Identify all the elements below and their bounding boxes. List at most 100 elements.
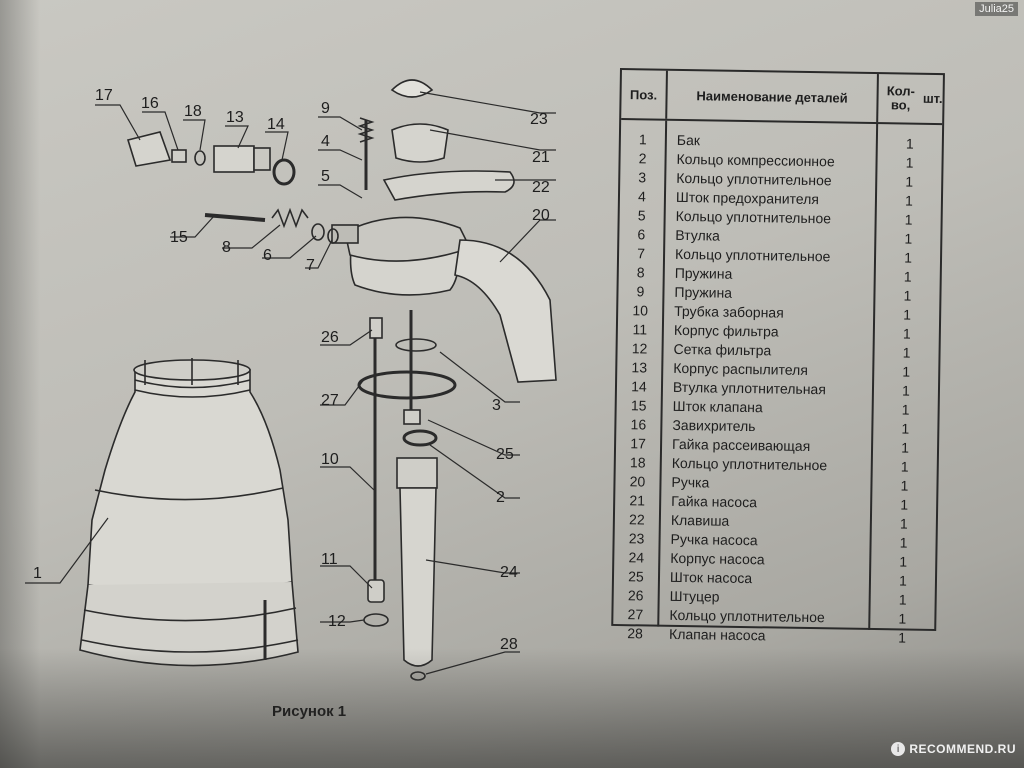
table-cell-pos: 16 bbox=[630, 416, 647, 433]
table-cell-pos: 21 bbox=[629, 492, 646, 509]
callout-22: 22 bbox=[532, 179, 550, 196]
table-cell-qty: 1 bbox=[901, 439, 910, 456]
callout-23: 23 bbox=[530, 111, 548, 128]
table-cell-qty: 1 bbox=[905, 135, 914, 152]
callout-14: 14 bbox=[267, 116, 285, 133]
callout-5: 5 bbox=[321, 168, 330, 185]
callout-17: 17 bbox=[95, 87, 113, 104]
watermark-site-text: RECOMMEND.RU bbox=[909, 742, 1016, 756]
callout-16: 16 bbox=[141, 95, 159, 112]
table-cell-qty: 1 bbox=[905, 154, 914, 171]
callout-6: 6 bbox=[263, 247, 272, 264]
table-cell-qty: 1 bbox=[900, 458, 909, 475]
table-cell-qty: 1 bbox=[904, 249, 913, 266]
table-cell-qty: 1 bbox=[898, 572, 908, 589]
callout-13: 13 bbox=[226, 109, 244, 126]
table-cell-qty: 1 bbox=[902, 325, 911, 342]
table-cell-pos: 8 bbox=[636, 264, 645, 281]
sprayer-head-drawing bbox=[331, 216, 557, 383]
callout-12: 12 bbox=[328, 613, 346, 630]
table-cell-pos: 25 bbox=[628, 568, 644, 585]
table-cell-pos: 6 bbox=[637, 226, 646, 243]
callout-3: 3 bbox=[492, 397, 501, 414]
table-cell-qty: 1 bbox=[903, 268, 912, 285]
header-qty: Кол-во, шт. bbox=[878, 74, 943, 123]
table-cell-qty: 1 bbox=[900, 496, 909, 513]
callout-20: 20 bbox=[532, 207, 550, 224]
table-cell-qty: 1 bbox=[898, 591, 907, 608]
header-qty-line2: шт. bbox=[922, 90, 943, 107]
pump-knob-drawing bbox=[390, 79, 434, 98]
compression-ring-drawing bbox=[402, 429, 438, 447]
table-cell-pos: 28 bbox=[627, 625, 644, 642]
table-cell-qty: 1 bbox=[898, 610, 907, 627]
table-cell-qty: 1 bbox=[903, 287, 912, 304]
table-cell-qty: 1 bbox=[902, 344, 911, 361]
fitting-drawing bbox=[369, 317, 383, 339]
table-cell-pos: 13 bbox=[631, 359, 648, 376]
pump-nut-drawing bbox=[391, 123, 449, 163]
callout-28: 28 bbox=[500, 636, 518, 653]
table-cell-pos: 23 bbox=[628, 530, 645, 547]
table-cell-qty: 1 bbox=[905, 173, 914, 190]
callout-21: 21 bbox=[532, 149, 550, 166]
header-name: Наименование деталей bbox=[667, 70, 879, 123]
table-cell-pos: 11 bbox=[632, 321, 648, 338]
header-qty-line1: Кол-во, bbox=[886, 83, 916, 113]
filter-housing-drawing bbox=[367, 579, 385, 603]
table-cell-qty: 1 bbox=[898, 629, 907, 646]
table-cell-qty: 1 bbox=[904, 230, 913, 247]
table-cell-pos: 10 bbox=[632, 302, 649, 319]
table-cell-pos: 22 bbox=[628, 511, 645, 528]
table-cell-pos: 20 bbox=[629, 473, 646, 490]
table-cell-pos: 15 bbox=[630, 397, 647, 414]
pump-rod-drawing bbox=[403, 409, 421, 425]
trigger-drawing bbox=[382, 170, 515, 201]
table-cell-qty: 1 bbox=[900, 477, 909, 494]
table-cell-qty: 1 bbox=[899, 553, 908, 570]
table-cell-pos: 17 bbox=[630, 435, 647, 452]
table-header: Поз. Наименование деталей Кол-во, шт. bbox=[621, 70, 943, 126]
nozzle-assembly-drawing bbox=[126, 131, 339, 244]
table-cell-pos: 7 bbox=[637, 245, 646, 262]
callout-1: 1 bbox=[33, 565, 42, 582]
table-cell-pos: 3 bbox=[638, 169, 647, 186]
figure-caption: Рисунок 1 bbox=[272, 703, 347, 720]
recommend-logo-icon: i bbox=[891, 742, 906, 756]
callout-24: 24 bbox=[500, 564, 518, 581]
page-edge-shadow bbox=[0, 0, 40, 768]
table-cell-pos: 18 bbox=[629, 454, 646, 471]
filter-mesh-drawing bbox=[363, 613, 389, 627]
seal-ring-27-drawing bbox=[357, 370, 457, 400]
table-cell-pos: 24 bbox=[628, 549, 645, 566]
table-cell-qty: 1 bbox=[902, 363, 911, 380]
table-cell-pos: 26 bbox=[627, 587, 644, 604]
callout-27: 27 bbox=[321, 392, 339, 409]
table-cell-qty: 1 bbox=[904, 211, 913, 228]
pump-cylinder-drawing bbox=[396, 457, 438, 681]
callout-7: 7 bbox=[306, 257, 315, 274]
table-cell-qty: 1 bbox=[904, 192, 913, 209]
table-cell-pos: 1 bbox=[638, 131, 647, 148]
callout-11: 11 bbox=[321, 551, 338, 568]
exploded-diagram bbox=[25, 79, 557, 681]
table-cell-name: Клапан насоса bbox=[668, 625, 766, 644]
spring-9-drawing bbox=[357, 117, 375, 143]
callout-25: 25 bbox=[496, 446, 514, 463]
table-cell-pos: 5 bbox=[637, 207, 646, 224]
table-cell-pos: 14 bbox=[631, 378, 647, 395]
table-cell-qty: 1 bbox=[899, 515, 908, 532]
table-cell-pos: 9 bbox=[636, 283, 645, 300]
callout-18: 18 bbox=[184, 103, 202, 120]
header-pos: Поз. bbox=[621, 70, 668, 119]
table-cell-pos: 12 bbox=[631, 340, 648, 357]
callout-8: 8 bbox=[222, 239, 231, 256]
table-cell-qty: 1 bbox=[901, 382, 910, 399]
callout-26: 26 bbox=[321, 329, 339, 346]
